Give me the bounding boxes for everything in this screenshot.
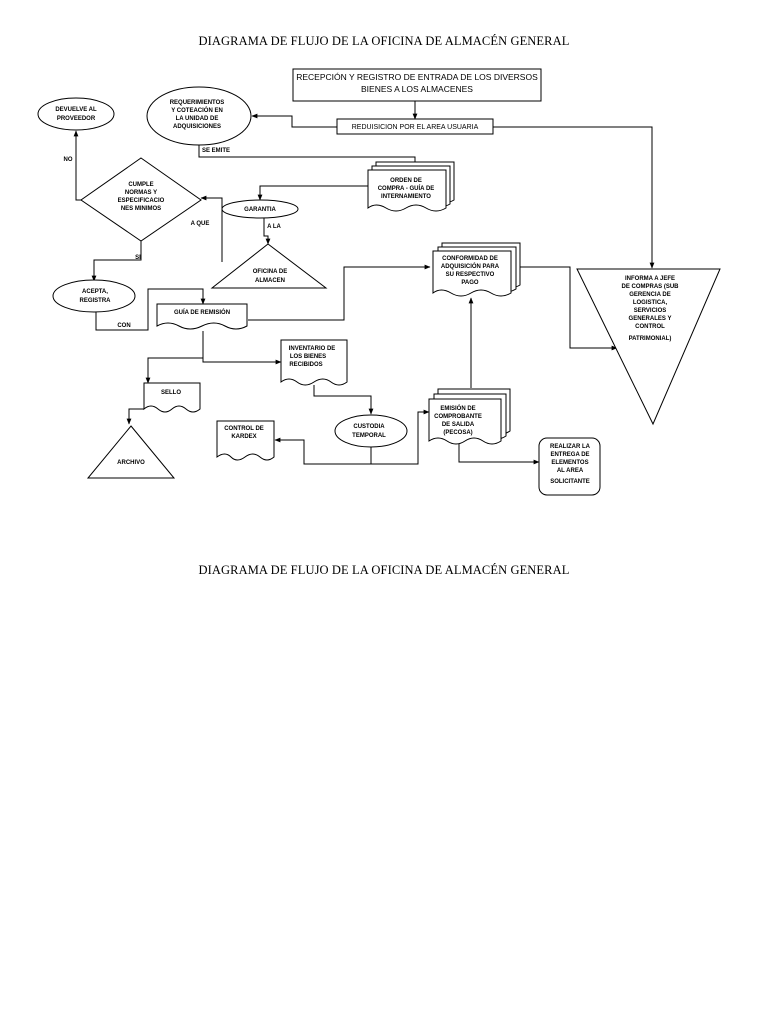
realizar-label-2: ENTREGA DE	[550, 452, 589, 458]
conformidad-label-1: CONFORMIDAD DE	[442, 256, 498, 262]
edge-labels: SE EMITE NO SI A QUE A LA CON	[64, 148, 282, 329]
cumple-label-2: NORMAS Y	[125, 190, 157, 196]
requerimientos-label-4: ADQUISICIONES	[173, 124, 221, 130]
realizar-label-1: REALIZAR LA	[550, 444, 591, 450]
cumple-label-1: CUMPLE	[128, 182, 153, 188]
recepcion-label-2: BIENES A LOS ALMACENES	[361, 84, 473, 94]
emision-label-2: COMPROBANTE	[434, 414, 482, 420]
cumple-label-3: ESPECIFICACIO	[118, 198, 165, 204]
archivo-label: ARCHIVO	[117, 460, 145, 466]
realizar-label-5: SOLICITANTE	[550, 479, 590, 485]
connector-custodia-emision	[371, 409, 430, 465]
devuelve-label-2: PROVEEDOR	[57, 116, 96, 122]
node-devuelve: DEVUELVE AL PROVEEDOR	[37, 97, 115, 131]
informa-label-6: GENERALES Y	[629, 316, 672, 322]
orden-label-3: INTERNAMIENTO	[381, 194, 431, 200]
conformidad-label-4: PAGO	[461, 280, 479, 286]
reduisicion-label: REDUISICION POR EL AREA USUARIA	[352, 124, 479, 131]
informa-label-2: DE COMPRAS (SUB	[621, 284, 679, 290]
edge-label-no: NO	[64, 157, 73, 163]
custodia-label-1: CUSTODIA	[353, 424, 385, 430]
oficina-label-2: ALMACEN	[255, 278, 285, 284]
node-informa: INFORMA A JEFE DE COMPRAS (SUB GERENCIA …	[576, 268, 721, 426]
connector-guia-conformidad	[248, 264, 431, 321]
informa-label-7: CONTROL	[635, 324, 665, 330]
node-inventario: INVENTARIO DE LOS BIENES RECIBIDOS	[280, 339, 348, 386]
requerimientos-label-3: LA UNIDAD DE	[176, 116, 219, 122]
edge-label-a-la: A LA	[267, 224, 281, 230]
oficina-label-1: OFICINA DE	[253, 269, 287, 275]
edge-label-se-emite: SE EMITE	[202, 148, 230, 154]
kardex-label-2: KARDEX	[231, 434, 256, 440]
inventario-label-1: INVENTARIO DE	[289, 346, 336, 352]
connector-guia-sello	[145, 331, 204, 384]
informa-label-1: INFORMA A JEFE	[625, 276, 675, 282]
requerimientos-label-2: Y COTEACIÓN EN	[171, 106, 223, 114]
emision-label-1: EMISIÓN DE	[440, 404, 475, 412]
informa-label-4: LOGISTICA,	[633, 300, 668, 306]
edge-label-con: CON	[117, 323, 130, 329]
node-guia-remision: GUÍA DE REMISIÓN	[156, 303, 248, 330]
informa-label-8: PATRIMONIAL)	[629, 336, 672, 342]
connector-garantia-oficina	[263, 217, 271, 245]
node-recepcion: RECEPCIÓN Y REGISTRO DE ENTRADA DE LOS D…	[292, 68, 542, 102]
connector-conformidad-informa	[515, 266, 618, 351]
cumple-label-4: NES MINIMOS	[121, 206, 161, 212]
page-title: DIAGRAMA DE FLUJO DE LA OFICINA DE ALMAC…	[198, 34, 570, 48]
connector-oficina-cumple	[200, 195, 223, 262]
conformidad-label-3: SU RESPECTIVO	[446, 272, 495, 278]
node-oficina-almacen: OFICINA DE ALMACEN	[210, 243, 328, 289]
connector-emision-realizar	[458, 444, 540, 465]
guia-label: GUÍA DE REMISIÓN	[174, 308, 230, 316]
orden-label-1: ORDEN DE	[390, 178, 422, 184]
node-archivo: ARCHIVO	[86, 425, 176, 479]
inventario-label-3: RECIBIDOS	[289, 362, 322, 368]
page-title-repeat: DIAGRAMA DE FLUJO DE LA OFICINA DE ALMAC…	[198, 563, 570, 577]
edge-label-a-que: A QUE	[191, 221, 210, 227]
node-requerimientos: REQUERIMIENTOS Y COTEACIÓN EN LA UNIDAD …	[146, 86, 252, 146]
realizar-label-3: ELEMENTOS	[551, 460, 588, 466]
connector-inventario-custodia	[313, 385, 374, 415]
node-realizar: REALIZAR LA ENTREGA DE ELEMENTOS AL AREA…	[538, 437, 601, 496]
node-control-kardex: CONTROL DE KARDEX	[216, 420, 275, 461]
connector-cumple-devuelve	[73, 130, 81, 201]
node-acepta: ACEPTA, REGISTRA	[52, 279, 136, 313]
edge-label-si: SI	[135, 255, 141, 261]
node-custodia: CUSTODIA TEMPORAL	[334, 414, 408, 448]
node-cumple-decision: CUMPLE NORMAS Y ESPECIFICACIO NES MINIMO…	[80, 157, 202, 242]
connector-reduisicion-informa	[493, 126, 655, 269]
recepcion-label-1: RECEPCIÓN Y REGISTRO DE ENTRADA DE LOS D…	[296, 72, 538, 82]
garantia-label: GARANTIA	[244, 207, 276, 213]
connector-cumple-acepta	[91, 240, 142, 282]
inventario-label-2: LOS BIENES	[290, 354, 326, 360]
realizar-label-4: AL AREA	[557, 468, 584, 474]
node-reduisicion: REDUISICION POR EL AREA USUARIA	[336, 118, 494, 135]
node-conformidad: CONFORMIDAD DE ADQUISICIÓN PARA SU RESPE…	[432, 242, 521, 297]
connector-custodia-kardex	[274, 437, 372, 465]
connector-orden-garantia	[257, 185, 368, 201]
emision-label-4: (PECOSA)	[443, 430, 472, 436]
connector-guia-inventario	[202, 331, 282, 365]
informa-label-3: GERENCIA DE	[629, 292, 670, 298]
connector-acepta-guia	[95, 288, 206, 331]
node-garantia: GARANTIA	[221, 199, 299, 219]
sello-label: SELLO	[161, 390, 181, 396]
emision-label-3: DE SALIDA	[442, 422, 475, 428]
acepta-label-2: REGISTRA	[79, 298, 111, 304]
custodia-label-2: TEMPORAL	[352, 433, 386, 439]
node-sello: SELLO	[143, 382, 201, 413]
informa-label-5: SERVICIOS	[634, 308, 667, 314]
conformidad-label-2: ADQUISICIÓN PARA	[441, 262, 500, 270]
connector-reduisicion-requerimientos	[251, 113, 337, 128]
connector-sello-archivo	[126, 408, 144, 425]
orden-label-2: COMPRA - GUÍA DE	[378, 184, 435, 192]
acepta-label-1: ACEPTA,	[82, 289, 108, 295]
requerimientos-label-1: REQUERIMIENTOS	[170, 100, 225, 106]
node-orden-compra: ORDEN DE COMPRA - GUÍA DE INTERNAMIENTO	[367, 161, 455, 212]
kardex-label-1: CONTROL DE	[224, 426, 264, 432]
devuelve-label-1: DEVUELVE AL	[55, 107, 97, 113]
node-emision: EMISIÓN DE COMPROBANTE DE SALIDA (PECOSA…	[428, 388, 511, 445]
